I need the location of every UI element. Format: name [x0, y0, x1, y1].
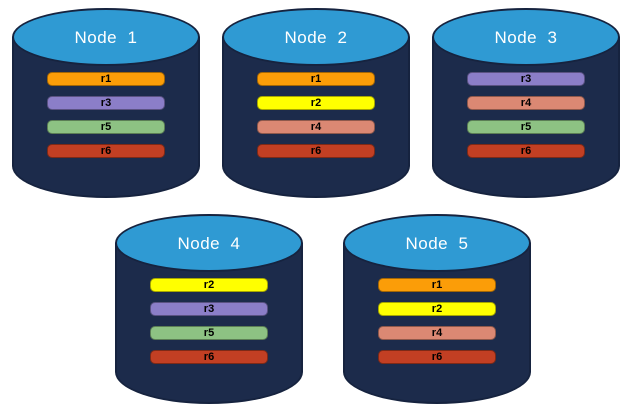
cylinder-top: Node 2 [222, 8, 410, 66]
node-cylinder: Node 5 r1 r2 r4 r6 [343, 214, 531, 404]
node-cylinder: Node 2 r1 r2 r4 r6 [222, 8, 410, 198]
replica-bar: r6 [467, 144, 585, 158]
node-cylinder: Node 4 r2 r3 r5 r6 [115, 214, 303, 404]
node-cylinder: Node 1 r1 r3 r5 r6 [12, 8, 200, 198]
replica-bar: r5 [467, 120, 585, 134]
replica-bar: r1 [378, 278, 496, 292]
replica-label: r1 [431, 278, 443, 291]
node-cylinder: Node 3 r3 r4 r5 r6 [432, 8, 620, 198]
cylinder-top: Node 3 [432, 8, 620, 66]
replica-bar: r2 [257, 96, 375, 110]
replica-list: r1 r3 r5 r6 [12, 72, 200, 158]
replica-label: r2 [310, 96, 322, 109]
replica-label: r3 [203, 302, 215, 315]
node-title: Node 1 [74, 28, 138, 47]
cylinder-top: Node 4 [115, 214, 303, 272]
replica-bar: r6 [47, 144, 165, 158]
replica-bar: r6 [150, 350, 268, 364]
replica-bar: r5 [47, 120, 165, 134]
replica-label: r1 [310, 72, 322, 85]
replica-label: r4 [520, 96, 532, 109]
replica-label: r5 [203, 326, 215, 339]
replica-bar: r6 [378, 350, 496, 364]
replica-label: r3 [100, 96, 112, 109]
replica-label: r5 [520, 120, 532, 133]
node-title: Node 2 [284, 28, 348, 47]
replica-bar: r6 [257, 144, 375, 158]
node-title: Node 4 [177, 234, 241, 253]
replica-bar: r1 [257, 72, 375, 86]
node-title: Node 3 [494, 28, 558, 47]
replica-label: r5 [100, 120, 112, 133]
replica-bar: r3 [47, 96, 165, 110]
replica-label: r3 [520, 72, 532, 85]
replica-bar: r1 [47, 72, 165, 86]
cylinder-top: Node 1 [12, 8, 200, 66]
replica-bar: r4 [467, 96, 585, 110]
replica-label: r2 [431, 302, 443, 315]
replica-bar: r2 [378, 302, 496, 316]
replica-list: r1 r2 r4 r6 [343, 278, 531, 364]
replica-label: r2 [203, 278, 215, 291]
replica-label: r6 [310, 144, 322, 157]
replica-bar: r2 [150, 278, 268, 292]
replica-list: r3 r4 r5 r6 [432, 72, 620, 158]
cylinder-top: Node 5 [343, 214, 531, 272]
replica-label: r6 [203, 350, 215, 363]
replica-label: r1 [100, 72, 112, 85]
replica-label: r4 [431, 326, 443, 339]
replica-bar: r3 [150, 302, 268, 316]
replica-label: r6 [100, 144, 112, 157]
replica-bar: r3 [467, 72, 585, 86]
replica-list: r2 r3 r5 r6 [115, 278, 303, 364]
replica-label: r6 [431, 350, 443, 363]
replica-bar: r4 [378, 326, 496, 340]
node-title: Node 5 [405, 234, 469, 253]
replica-label: r4 [310, 120, 322, 133]
replica-bar: r5 [150, 326, 268, 340]
replica-label: r6 [520, 144, 532, 157]
replica-list: r1 r2 r4 r6 [222, 72, 410, 158]
replica-bar: r4 [257, 120, 375, 134]
